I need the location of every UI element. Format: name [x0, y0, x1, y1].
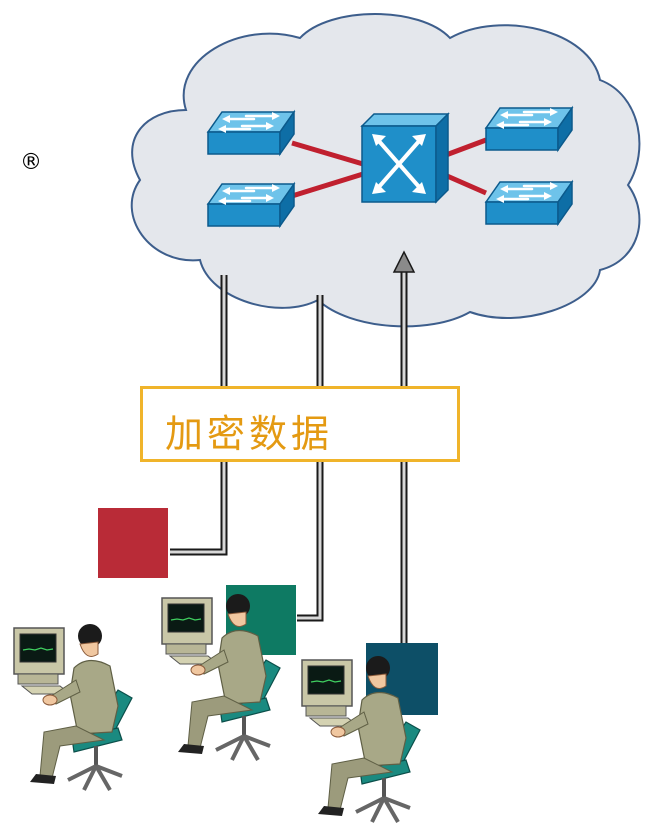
encrypted-data-label: 加密数据: [140, 386, 460, 462]
label-text: 加密数据: [165, 412, 334, 456]
switch-bottom-right-icon: [484, 180, 574, 226]
switch-bottom-left-icon: [206, 182, 296, 228]
switch-top-left-icon: [206, 110, 296, 156]
atm-switch-icon: [360, 112, 450, 204]
red-square: [98, 508, 168, 578]
switch-top-right-icon: [484, 106, 574, 152]
workstation-user-icon-1: [12, 622, 134, 792]
red-links: [291, 137, 488, 199]
registered-mark: ®: [20, 150, 42, 175]
data-pipes: [170, 250, 416, 645]
